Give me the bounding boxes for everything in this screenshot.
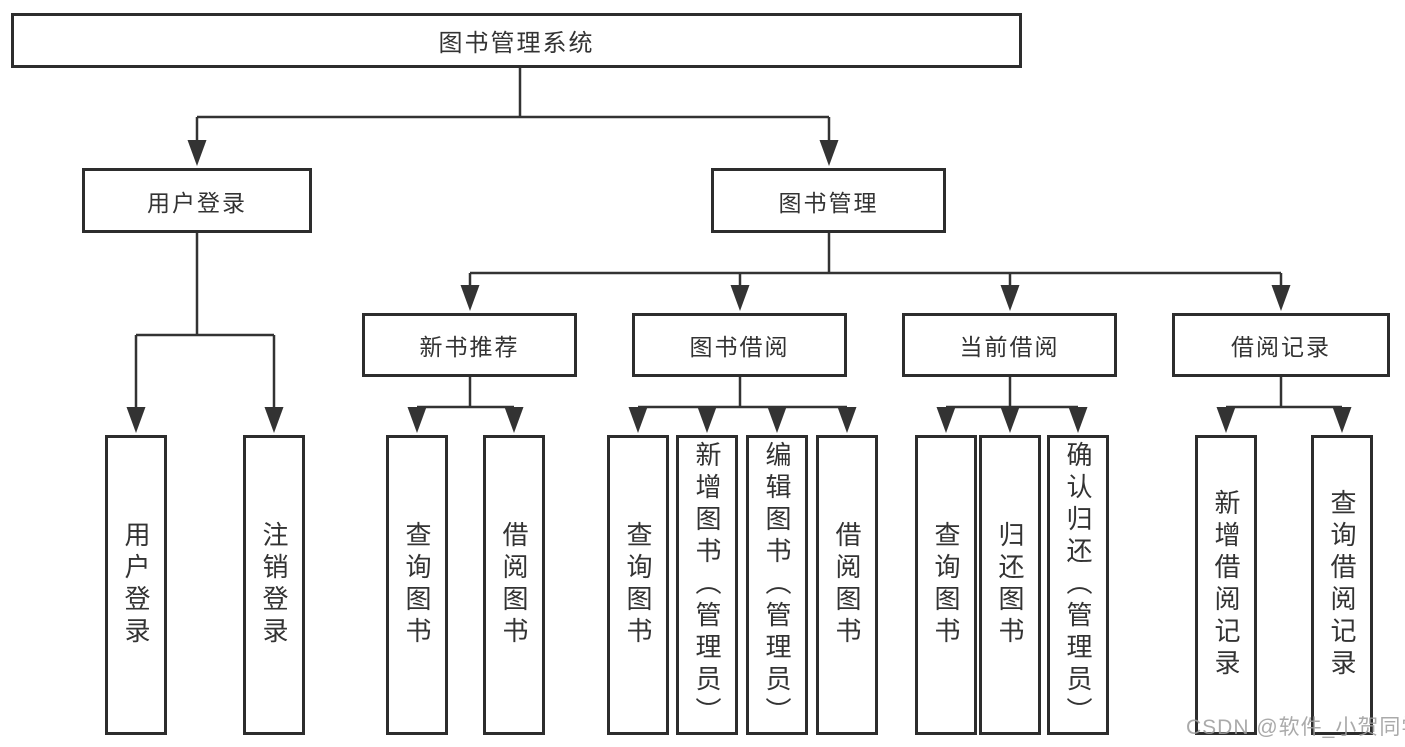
leaf-add-borrow-record: 新增借阅记录 [1195, 435, 1257, 735]
leaf-return-book-label: 归还图书 [995, 521, 1025, 649]
leaf-add-book-admin: 新增图书（管理员） [676, 435, 738, 735]
node-book-management-label: 图书管理 [778, 189, 879, 216]
node-book-borrowing-label: 图书借阅 [689, 334, 790, 360]
leaf-add-book-admin-label: 新增图书（管理员） [692, 441, 722, 729]
node-borrowing-records: 借阅记录 [1172, 313, 1390, 377]
leaf-borrow-books-2-label: 借阅图书 [832, 521, 862, 649]
node-new-book-recommendation-label: 新书推荐 [419, 334, 520, 360]
leaf-query-books-3: 查询图书 [915, 435, 977, 735]
node-library-system: 图书管理系统 [11, 13, 1022, 68]
leaf-query-books-1: 查询图书 [386, 435, 448, 735]
leaf-confirm-return-admin-label: 确认归还（管理员） [1063, 441, 1093, 729]
node-library-system-label: 图书管理系统 [438, 30, 595, 57]
connector-current-borrowing-to-leaves [936, 377, 1088, 433]
connector-borrowing-records-to-leaves [1216, 377, 1352, 433]
leaf-borrow-books-2: 借阅图书 [816, 435, 878, 735]
connector-user-login-to-leaves [126, 233, 284, 433]
node-borrowing-records-label: 借阅记录 [1231, 334, 1331, 360]
leaf-borrow-books-1: 借阅图书 [483, 435, 545, 735]
node-user-login: 用户登录 [82, 168, 312, 233]
connector-new-book-to-leaves [407, 377, 524, 433]
leaf-query-books-1-label: 查询图书 [402, 521, 432, 649]
leaf-user-login: 用户登录 [105, 435, 167, 735]
leaf-return-book: 归还图书 [979, 435, 1041, 735]
leaf-query-books-3-label: 查询图书 [931, 521, 961, 649]
leaf-query-borrow-record: 查询借阅记录 [1311, 435, 1373, 735]
leaf-borrow-books-1-label: 借阅图书 [499, 521, 529, 649]
leaf-confirm-return-admin: 确认归还（管理员） [1047, 435, 1109, 735]
leaf-add-borrow-record-label: 新增借阅记录 [1211, 489, 1241, 681]
connector-root-to-level2 [187, 68, 839, 166]
node-book-management: 图书管理 [711, 168, 946, 233]
leaf-query-borrow-record-label: 查询借阅记录 [1327, 489, 1357, 681]
node-current-borrowing-label: 当前借阅 [959, 334, 1060, 360]
node-current-borrowing: 当前借阅 [902, 313, 1117, 377]
watermark-text: CSDN @软件_小贺同学 [1186, 716, 1405, 739]
connector-book-borrowing-to-leaves [628, 377, 857, 433]
connector-book-management-to-level3 [460, 233, 1291, 311]
leaf-query-books-2-label: 查询图书 [623, 521, 653, 649]
leaf-logout: 注销登录 [243, 435, 305, 735]
node-new-book-recommendation: 新书推荐 [362, 313, 577, 377]
leaf-user-login-label: 用户登录 [121, 521, 151, 649]
leaf-logout-label: 注销登录 [259, 521, 289, 649]
node-user-login-label: 用户登录 [147, 189, 247, 216]
leaf-edit-book-admin: 编辑图书（管理员） [746, 435, 808, 735]
node-book-borrowing: 图书借阅 [632, 313, 847, 377]
leaf-query-books-2: 查询图书 [607, 435, 669, 735]
leaf-edit-book-admin-label: 编辑图书（管理员） [762, 441, 792, 729]
